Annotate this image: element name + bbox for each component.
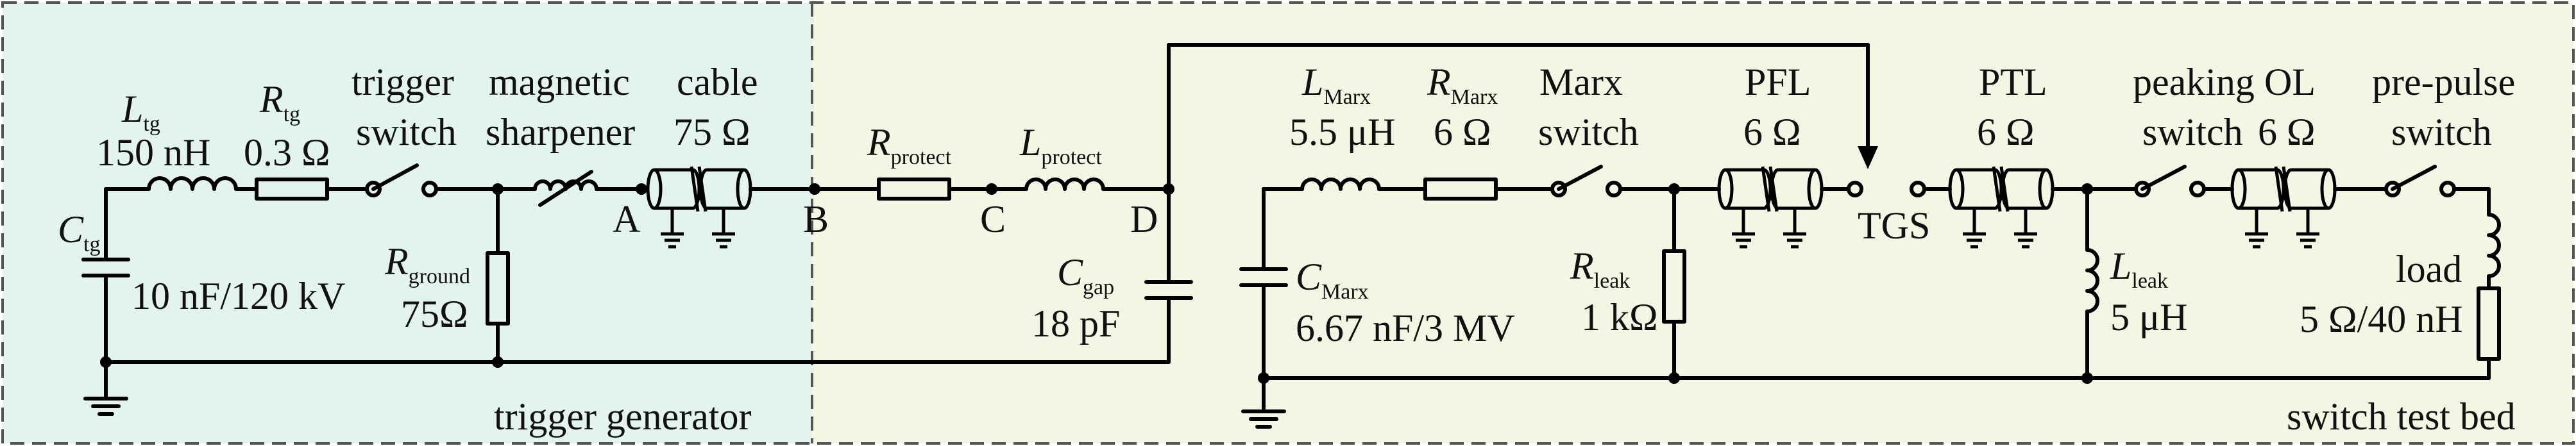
L-leak-inductor [2085,248,2099,313]
OL-value: 6 Ω [2258,111,2316,153]
node-B-label: B [803,198,829,240]
cable-label-2: 75 Ω [674,111,750,153]
L-Marx-inductor [1300,178,1381,191]
R-tg-value: 0.3 Ω [244,131,330,174]
switch-test-bed-wiring [104,43,2501,427]
R-tg-label: Rtg [259,78,300,126]
L-protect-label: Lprotect [1019,121,1102,169]
switch-test-bed-region-label: switch test bed [2287,395,2516,438]
R-leak-value: 1 kΩ [1581,296,1658,338]
R-ground-value: 75Ω [401,293,468,335]
switch-test-bed-region [812,3,2573,443]
node-C-label: C [980,198,1006,240]
trigger-generator-wiring [81,163,817,414]
R-leak-label: Rleak [1570,245,1630,293]
PFL-value: 6 Ω [1743,111,1801,153]
trigger-generator-region-label: trigger generator [494,395,751,438]
cable-label-1: cable [677,61,758,103]
load-value: 5 Ω/40 nH [2300,298,2463,340]
L-leak-label: Lleak [2110,245,2168,293]
C-gap-value: 18 pF [1031,302,1120,345]
L-Marx-label: LMarx [1301,61,1371,109]
R-protect-label: Rprotect [867,121,952,169]
marx-switch-label-1: Marx [1539,61,1623,103]
node-A-label: A [613,198,640,240]
trigger-switch-label-2: switch [356,111,457,153]
trigger-switch-label-1: trigger [352,61,454,103]
magnetic-sharpener-label-2: sharpener [486,111,635,153]
L-tg-value: 150 nH [96,131,210,174]
R-Marx-value: 6 Ω [1434,111,1491,153]
R-Marx-label: RMarx [1427,61,1498,109]
magnetic-sharpener-label-1: magnetic [489,61,630,103]
C-Marx-value: 6.67 nF/3 MV [1296,307,1515,349]
marx-switch-label-2: switch [1538,111,1639,153]
trigger-generator-region [3,3,812,443]
C-tg-label: Ctg [58,208,100,256]
PTL-label: PTL [1979,61,2047,103]
L-protect-inductor [1024,178,1105,191]
L-tg-inductor [147,176,238,191]
pre-pulse-switch-label-2: switch [2391,111,2492,153]
peaking-switch-label-1: peaking [2133,61,2255,103]
load-label: load [2396,248,2462,290]
C-Marx-label: CMarx [1296,256,1369,304]
R-ground-label: Rground [384,240,470,288]
trigger-arrowhead [1858,146,1878,169]
trigger-switch-contact-left [365,181,382,197]
PFL-label: PFL [1745,61,1811,103]
node-D-label: D [1130,198,1158,240]
C-gap-label: Cgap [1057,251,1114,299]
pre-pulse-switch-label-1: pre-pulse [2372,61,2515,103]
TGS-label: TGS [1858,204,1930,247]
L-Marx-value: 5.5 μH [1289,111,1396,153]
load-inductor [2487,213,2501,278]
labels: Ltg 150 nH Rtg 0.3 Ω trigger switch magn… [58,61,2516,438]
C-tg-value: 10 nF/120 kV [131,275,345,317]
L-leak-value: 5 μH [2110,296,2188,338]
L-tg-label: Ltg [121,88,160,136]
PTL-value: 6 Ω [1977,111,2035,153]
peaking-switch-label-2: switch [2142,111,2243,153]
OL-label: OL [2264,61,2316,103]
